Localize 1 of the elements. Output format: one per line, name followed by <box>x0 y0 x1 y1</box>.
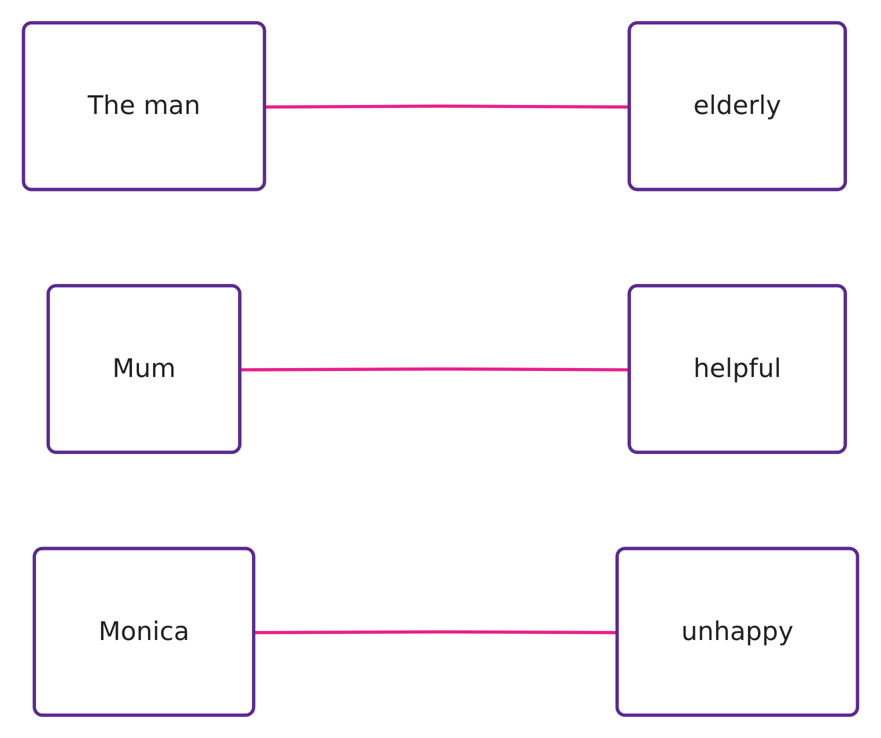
connector <box>254 630 618 634</box>
